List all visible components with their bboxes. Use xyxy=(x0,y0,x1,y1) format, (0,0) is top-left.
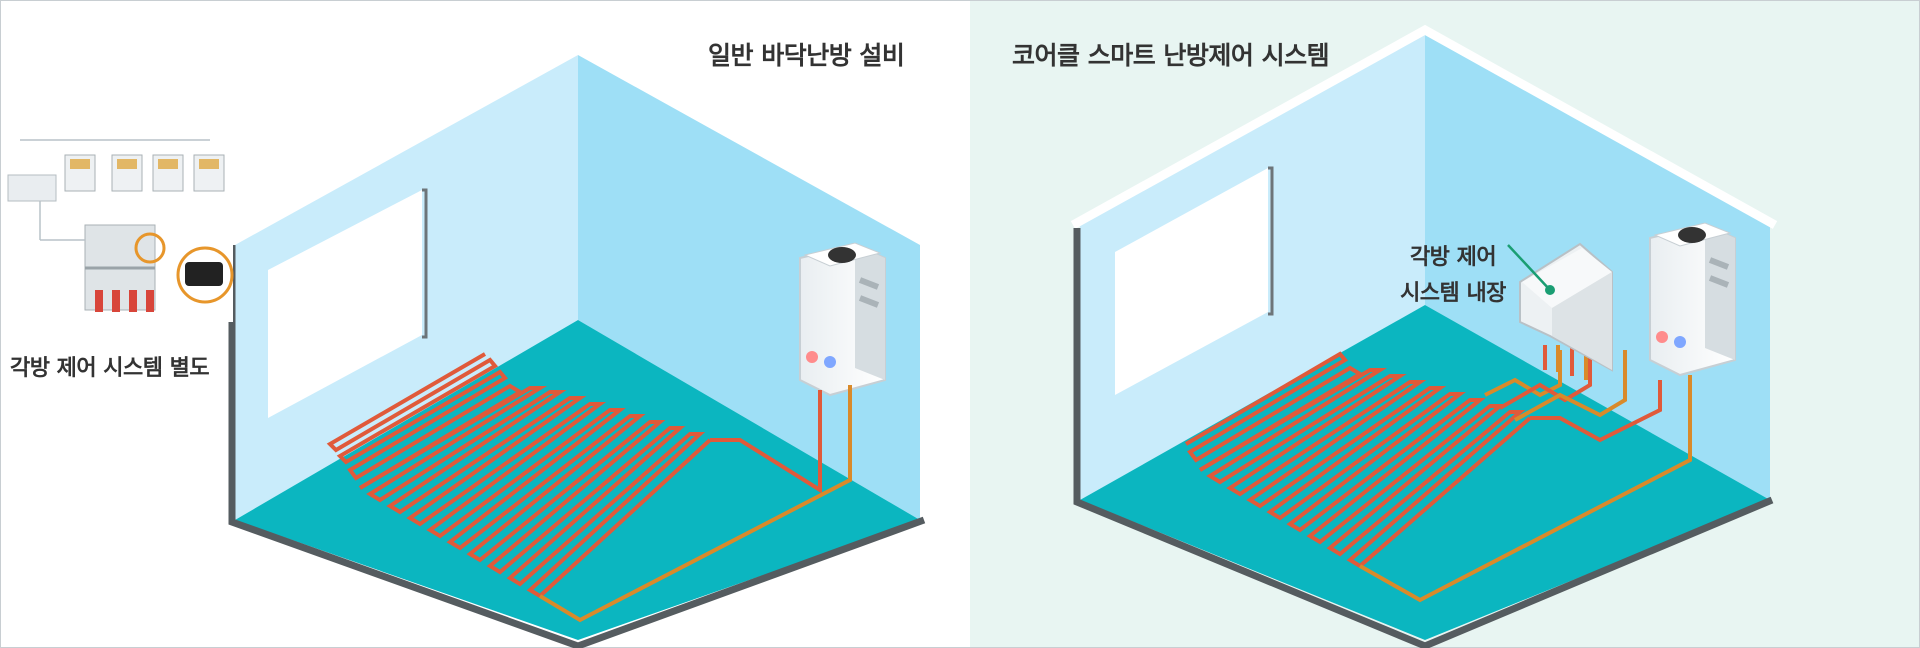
separate-control-system-illustration xyxy=(7,122,234,322)
right-room-floor xyxy=(1080,305,1770,640)
left-heating-coil xyxy=(326,352,852,623)
right-room-wall-edge xyxy=(1073,228,1774,648)
right-panel-title: 코어클 스마트 난방제어 시스템 xyxy=(1012,41,1330,70)
callout-line-2: 시스템 내장 xyxy=(1400,281,1506,306)
right-heating-coil xyxy=(1184,345,1692,603)
left-room-right-wall xyxy=(578,55,920,520)
integrated-control-panel-icon xyxy=(1519,242,1613,372)
left-boiler-icon xyxy=(799,242,886,445)
left-panel-title: 일반 바닥난방 설비 xyxy=(708,41,905,70)
callout-line xyxy=(1507,244,1551,291)
integrated-control-callout: 각방 제어 시스템 내장 xyxy=(1378,240,1528,312)
left-control-label: 각방 제어 시스템 별도 xyxy=(10,356,210,381)
right-room-window xyxy=(1115,168,1268,395)
right-boiler-icon xyxy=(1649,222,1736,377)
room-thermostat-icons xyxy=(64,154,225,192)
left-room-window xyxy=(268,190,422,418)
callout-line-1: 각방 제어 xyxy=(1409,245,1497,270)
left-room-wall-edge xyxy=(228,245,926,648)
